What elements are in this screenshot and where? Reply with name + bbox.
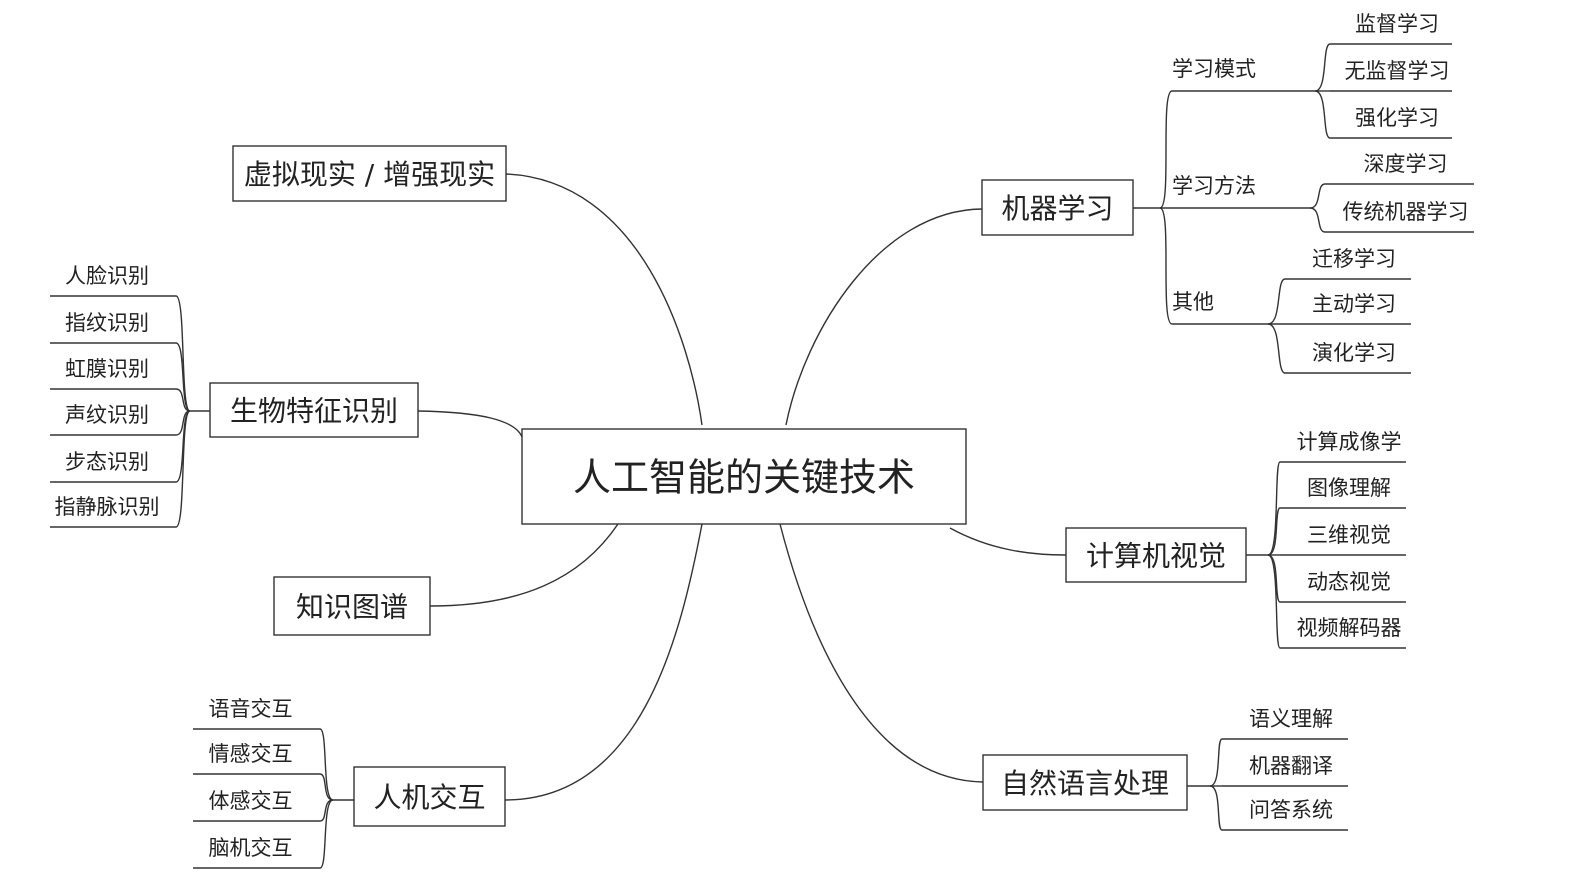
ml-method-branch-1 — [1309, 207, 1326, 233]
link-root-kg — [429, 523, 619, 607]
bio-node-label: 生物特征识别 — [230, 395, 398, 428]
cv-branch-3 — [1267, 554, 1281, 603]
nlp-item-0: 语义理解 — [1249, 707, 1333, 731]
bio-branch-0 — [175, 295, 191, 412]
ml-method-item-1: 传统机器学习 — [1343, 200, 1469, 224]
ml-other-item-0: 迁移学习 — [1312, 247, 1396, 271]
vr-node[interactable]: 虚拟现实 / 增强现实 — [232, 145, 507, 202]
link-root-nlp — [779, 523, 984, 783]
ml-method-branch-0 — [1309, 183, 1326, 209]
ml-group-label-1: 学习方法 — [1172, 174, 1256, 198]
ml-node-label: 机器学习 — [1001, 192, 1113, 225]
root-node-label: 人工智能的关键技术 — [573, 456, 915, 500]
hci-branch-1 — [319, 773, 334, 801]
cv-item-1: 图像理解 — [1307, 476, 1391, 500]
hci-branch-0 — [319, 728, 334, 801]
ml-mode-branch-2 — [1314, 90, 1331, 139]
hci-item-3: 脑机交互 — [209, 836, 293, 860]
bio-branch-2 — [175, 388, 191, 412]
vr-node-box — [232, 145, 507, 202]
ml-other-branch-2 — [1267, 323, 1286, 374]
link-root-hci — [504, 523, 703, 801]
cv-item-2: 三维视觉 — [1307, 523, 1391, 547]
bio-item-4: 步态识别 — [65, 450, 149, 474]
cv-node[interactable]: 计算机视觉 — [1065, 527, 1247, 583]
hci-item-0: 语音交互 — [209, 697, 293, 721]
bio-branch-1 — [175, 342, 191, 412]
cv-node-box — [1065, 527, 1247, 583]
bio-item-1: 指纹识别 — [65, 311, 149, 335]
cv-item-0: 计算成像学 — [1297, 430, 1402, 454]
link-root-vr — [505, 173, 703, 426]
ml-group-label-0: 学习模式 — [1172, 57, 1256, 81]
nlp-item-2: 问答系统 — [1249, 798, 1333, 822]
ml-group-link-2 — [1159, 207, 1268, 325]
ml-group-label-2: 其他 — [1172, 290, 1214, 314]
root-node-box — [521, 428, 967, 525]
ml-group-link-0 — [1159, 90, 1315, 209]
cv-node-label: 计算机视觉 — [1086, 540, 1226, 573]
ml-mode-item-0: 监督学习 — [1355, 12, 1439, 36]
connector-lines — [50, 43, 1474, 869]
kg-node-box — [273, 576, 431, 636]
cv-item-3: 动态视觉 — [1307, 570, 1391, 594]
link-root-cv — [949, 527, 1067, 556]
nlp-branch-0 — [1209, 738, 1223, 787]
ml-node[interactable]: 机器学习 — [981, 179, 1134, 236]
cv-branch-0 — [1267, 461, 1281, 556]
kg-node-label: 知识图谱 — [296, 591, 408, 624]
hci-node-label: 人机交互 — [373, 781, 485, 814]
ml-mode-branch-0 — [1314, 43, 1331, 92]
nlp-node-box — [982, 754, 1188, 811]
ml-other-item-2: 演化学习 — [1312, 341, 1396, 365]
bio-branch-5 — [175, 410, 191, 528]
hci-item-1: 情感交互 — [209, 742, 293, 766]
ml-mode-item-2: 强化学习 — [1355, 106, 1439, 130]
ml-other-branch-0 — [1267, 278, 1286, 325]
bio-item-3: 声纹识别 — [65, 403, 149, 427]
ml-node-box — [981, 179, 1134, 236]
nlp-item-1: 机器翻译 — [1249, 754, 1333, 778]
bio-item-5: 指静脉识别 — [55, 495, 160, 519]
ml-other-item-1: 主动学习 — [1312, 292, 1396, 316]
link-root-bio — [417, 410, 523, 438]
nlp-node-label: 自然语言处理 — [1001, 767, 1169, 800]
hci-node[interactable]: 人机交互 — [353, 766, 506, 827]
ml-mode-item-1: 无监督学习 — [1345, 59, 1450, 83]
kg-node[interactable]: 知识图谱 — [273, 576, 431, 636]
nlp-node[interactable]: 自然语言处理 — [982, 754, 1188, 811]
bio-item-2: 虹膜识别 — [65, 357, 149, 381]
hci-node-box — [353, 766, 506, 827]
hci-branch-3 — [319, 799, 334, 869]
bio-node[interactable]: 生物特征识别 — [209, 382, 419, 438]
hci-item-2: 体感交互 — [209, 789, 293, 813]
cv-branch-1 — [1267, 507, 1281, 556]
bio-node-box — [209, 382, 419, 438]
bio-item-0: 人脸识别 — [65, 264, 149, 288]
cv-branch-4 — [1267, 554, 1281, 649]
vr-node-label: 虚拟现实 / 增强现实 — [244, 158, 495, 191]
cv-item-4: 视频解码器 — [1297, 616, 1402, 640]
link-root-ml — [785, 208, 983, 426]
nlp-branch-2 — [1209, 785, 1223, 831]
root-node[interactable]: 人工智能的关键技术 — [521, 428, 967, 525]
ml-method-item-0: 深度学习 — [1364, 152, 1448, 176]
